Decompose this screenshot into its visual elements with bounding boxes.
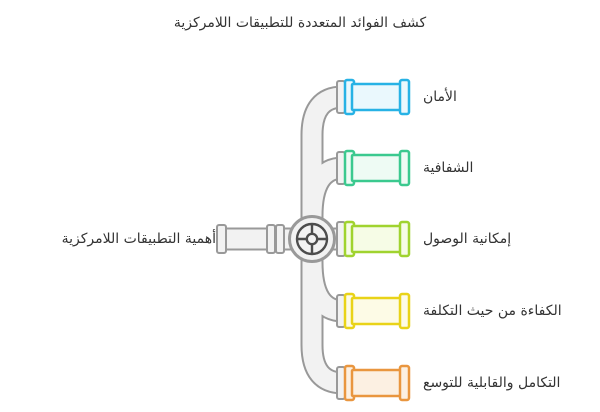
branch-pipe-accessibility	[343, 220, 411, 258]
pipe-body	[350, 296, 404, 326]
pipe-body	[350, 368, 404, 398]
pipe-flange	[398, 149, 411, 187]
valve	[288, 215, 336, 263]
diagram-title: كشف الفوائد المتعددة للتطبيقات اللامركزي…	[173, 15, 427, 31]
branch-pipe-cost-efficiency	[343, 292, 411, 330]
branch-label-integration-scalability: التكامل والقابلية للتوسع	[423, 375, 561, 391]
pipe-body	[350, 224, 404, 254]
pipe-flange	[398, 78, 411, 116]
branch-pipe-transparency	[343, 149, 411, 187]
feed-endcap-flange	[216, 224, 227, 254]
pipe-flange	[398, 364, 411, 402]
branch-label-accessibility: إمكانية الوصول	[423, 231, 512, 247]
gray-flanges	[216, 80, 346, 400]
branch-label-security: الأمان	[423, 89, 457, 105]
pipe-body	[350, 153, 404, 183]
pipe-flange	[398, 292, 411, 330]
branch-pipe-integration-scalability	[343, 364, 411, 402]
valve-hub	[305, 232, 319, 246]
root-node-label: أهمية التطبيقات اللامركزية	[61, 231, 216, 247]
pipe-body	[350, 82, 404, 112]
pipe-flange	[398, 220, 411, 258]
feed-double-flange-2	[275, 224, 285, 254]
branch-label-transparency: الشفافية	[423, 160, 474, 176]
branch-pipe-security	[343, 78, 411, 116]
feed-double-flange-1	[266, 224, 276, 254]
branch-label-cost-efficiency: الكفاءة من حيث التكلفة	[423, 303, 562, 319]
